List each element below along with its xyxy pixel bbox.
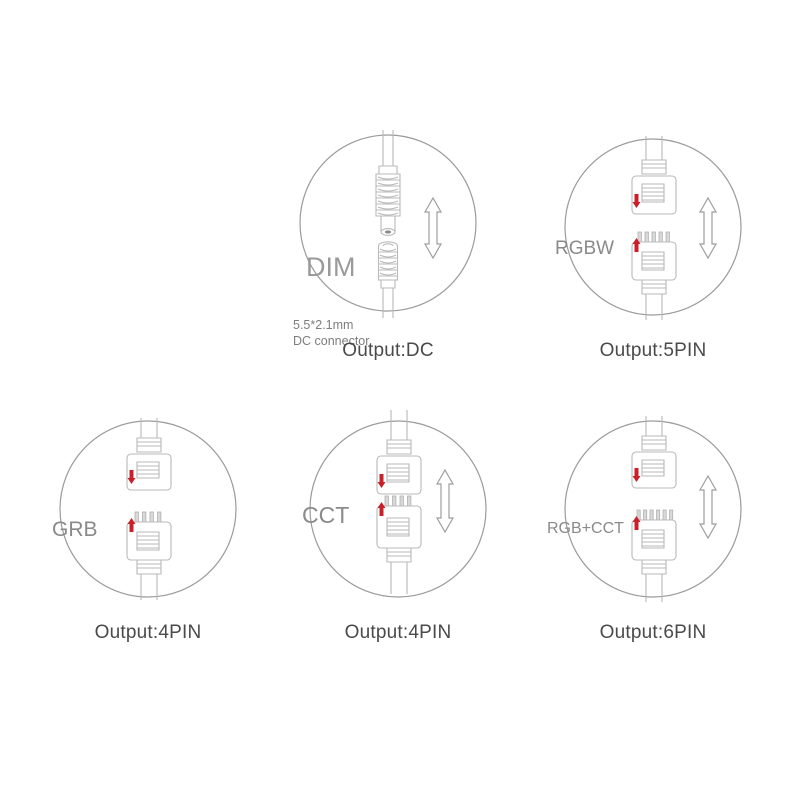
rgbcct-illustration	[564, 416, 742, 602]
caption-output-6pin: Output:6PIN	[599, 622, 707, 643]
direction-arrow-icon	[698, 196, 718, 260]
caption-output-dc: Output:DC	[342, 340, 434, 361]
circle-outline	[564, 138, 742, 316]
connector-unit-grb: GRB Output:4PIN	[52, 414, 243, 643]
caption-output-5pin: Output:5PIN	[599, 340, 707, 361]
connector-unit-rgbcct: RGB+CCT Output:6PIN	[547, 414, 748, 643]
direction-arrow-icon	[423, 196, 443, 260]
dc-illustration	[299, 130, 477, 318]
grb-pins	[134, 511, 162, 525]
rgbw-upper-connector	[631, 175, 677, 215]
alignment-marker-icon	[127, 518, 136, 532]
dc-size-note: 5.5*2.1mm DC connector	[293, 318, 483, 349]
circle-outline	[299, 134, 477, 312]
cct-upper-connector	[376, 455, 422, 495]
direction-arrow-icon	[698, 474, 718, 540]
circle-outline	[59, 420, 237, 598]
grb-upper-connector	[126, 453, 172, 491]
alignment-marker-icon	[632, 194, 641, 208]
connector-unit-dc: 5.5*2.1mm DC connector DIM Output:DC	[293, 128, 483, 361]
dc-size-note-line2: DC connector	[293, 333, 370, 348]
dc-male-plug	[375, 165, 401, 236]
direction-arrow-icon	[435, 468, 455, 534]
rgbw-illustration	[564, 136, 742, 320]
caption-output-4pin-cct: Output:4PIN	[344, 622, 452, 643]
type-label-rgbcct: RGB+CCT	[547, 520, 624, 537]
dc-female-socket	[377, 241, 399, 289]
alignment-marker-icon	[632, 238, 641, 252]
type-label-rgbw: RGBW	[555, 238, 615, 259]
cct-illustration	[309, 410, 487, 598]
rgbw-lower-connector	[631, 238, 677, 281]
alignment-marker-icon	[127, 470, 136, 484]
grb-lower-connector	[126, 518, 172, 561]
connector-unit-cct: CCT Output:4PIN	[302, 410, 493, 643]
rgbcct-pins	[636, 509, 674, 523]
circle-outline	[564, 420, 742, 598]
cct-lower-connector	[376, 502, 422, 549]
alignment-marker-icon	[377, 502, 386, 516]
type-label-dim: DIM	[306, 252, 356, 282]
alignment-marker-icon	[632, 468, 641, 482]
alignment-marker-icon	[632, 516, 641, 530]
type-label-grb: GRB	[52, 518, 98, 541]
dc-size-note-line1: 5.5*2.1mm	[293, 318, 354, 332]
rgbcct-upper-connector	[631, 451, 677, 489]
type-label-cct: CCT	[302, 502, 350, 528]
alignment-marker-icon	[377, 474, 386, 488]
grb-illustration	[59, 418, 237, 600]
caption-output-4pin-grb: Output:4PIN	[94, 622, 202, 643]
rgbcct-lower-connector	[631, 516, 677, 561]
connector-unit-rgbw: RGBW Output:5PIN	[555, 132, 748, 361]
circle-outline	[309, 420, 487, 598]
